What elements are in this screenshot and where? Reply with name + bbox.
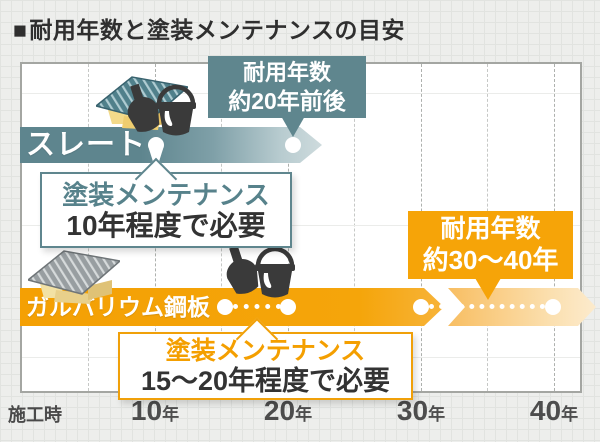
galvalume-lifespan-callout-line2: 約30〜40年 [422,245,559,275]
galvalume-lifespan-bar: ガルバリウム鋼板 [20,288,444,326]
slate-lifespan-marker-dot [285,137,301,153]
galvalume-maintenance-line2: 15〜20年程度で必要 [140,366,391,396]
axis-tick-30y: 30年 [376,395,466,427]
axis-tick-20y: 20年 [243,395,333,427]
tick-10-unit: 年 [162,405,180,424]
galvalume-maintenance-line1: 塗装メンテナンス [165,337,366,365]
galvalume-maintenance-marker-dot-20y [280,299,296,315]
tick-40-number: 40 [529,395,562,426]
galvalume-lifespan-callout: 耐用年数 約30〜40年 [408,211,573,279]
slate-lifespan-callout-line2: 約20年前後 [228,88,346,114]
slate-maintenance-line2: 10年程度で必要 [66,210,266,241]
galvalume-maintenance-box: 塗装メンテナンス 15〜20年程度で必要 [118,317,413,400]
axis-tick-10y: 10年 [110,395,200,427]
slate-lifespan-bar: スレート [20,127,322,163]
tick-30-unit: 年 [428,405,446,424]
page-title: ■耐用年数と塗装メンテナンスの目安 [13,11,405,45]
paint-brush-and-bucket-icon [127,83,196,136]
slate-lifespan-callout: 耐用年数 約20年前後 [208,56,366,118]
paint-brush-and-bucket-icon [226,245,295,298]
tick-20-number: 20 [263,395,296,426]
tick-10-number: 10 [130,395,163,426]
gridline-25y [354,64,355,391]
tick-40-unit: 年 [561,405,579,424]
galvalume-callout-pointer [475,278,501,300]
slate-maintenance-marker-dot [148,137,164,153]
galvalume-lifespan-marker-dot-40y [545,299,561,315]
galvalume-lifespan-dotted-line [429,304,545,309]
slate-maintenance-line1: 塗装メンテナンス [62,180,270,210]
axis-tick-40y: 40年 [509,395,599,427]
slate-maintenance-box: 塗装メンテナンス 10年程度で必要 [40,157,292,248]
title-text: 耐用年数と塗装メンテナンスの目安 [29,17,405,43]
axis-origin-label: 施工時 [8,405,62,425]
galvalume-maintenance-dotted-line [233,304,281,309]
galvalume-roof-house-icon [28,250,120,304]
galvalume-maintenance-marker-dot-15y [217,299,233,315]
title-square-bullet: ■ [13,17,28,43]
slate-callout-pointer [281,116,305,137]
galvalume-lifespan-callout-line1: 耐用年数 [440,215,541,243]
slate-bar-label: スレート [26,129,147,161]
tick-20-unit: 年 [295,405,313,424]
galvalume-lifespan-marker-dot-30y [413,299,429,315]
tick-30-number: 30 [396,395,429,426]
slate-lifespan-callout-line1: 耐用年数 [242,60,331,85]
gridline-horizontal [22,225,580,226]
